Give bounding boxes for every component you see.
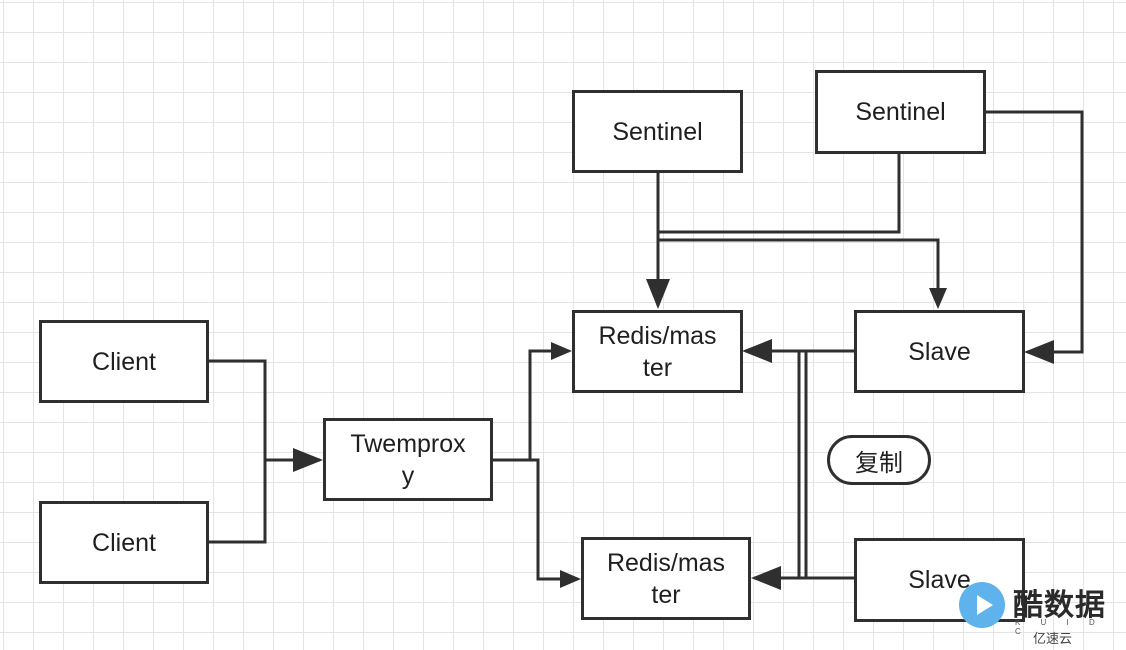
- redis-master-node-2-label: Redis/master: [606, 548, 726, 609]
- watermark-play-icon: [959, 582, 1005, 628]
- replication-label: 复制: [827, 435, 931, 485]
- sentinel-node-2-label: Sentinel: [855, 98, 946, 126]
- edge-sentinel2-master1: [658, 152, 901, 234]
- slave-node-1-label: Slave: [908, 337, 971, 366]
- edge-twemproxy-master2: [530, 458, 581, 588]
- watermark-site: 亿速云: [1033, 631, 1073, 646]
- watermark-title: 酷数据: [1013, 588, 1106, 623]
- slave-node-1[interactable]: Slave: [854, 310, 1025, 393]
- watermark: 酷数据 K U I D C 亿速云: [955, 578, 1115, 646]
- twemproxy-node[interactable]: Twemproxy: [323, 418, 493, 501]
- client-node-2[interactable]: Client: [39, 501, 209, 584]
- sentinel-node-2[interactable]: Sentinel: [815, 70, 986, 154]
- watermark-subtitle: K U I D C: [1015, 618, 1104, 636]
- edge-sentinel1-slave1: [658, 238, 947, 309]
- client-node-2-label: Client: [92, 528, 156, 557]
- client-node-1[interactable]: Client: [39, 320, 209, 403]
- sentinel-node-1-label: Sentinel: [612, 117, 703, 146]
- edge-client2-twemproxy: [207, 448, 323, 544]
- twemproxy-node-label: Twemproxy: [350, 429, 466, 490]
- slave-node-2-label: Slave: [908, 566, 971, 594]
- redis-master-node-2[interactable]: Redis/master: [581, 537, 751, 620]
- replication-label-text: 复制: [855, 449, 903, 477]
- redis-master-node-1-label: Redis/master: [598, 321, 717, 382]
- edge-sentinel2-slave1: [983, 110, 1084, 364]
- edge-client1-twemproxy: [207, 359, 267, 460]
- client-node-1-label: Client: [92, 347, 156, 376]
- redis-master-node-1[interactable]: Redis/master: [572, 310, 743, 393]
- edge-twemproxy-master1: [493, 342, 572, 462]
- sentinel-node-1[interactable]: Sentinel: [572, 90, 743, 173]
